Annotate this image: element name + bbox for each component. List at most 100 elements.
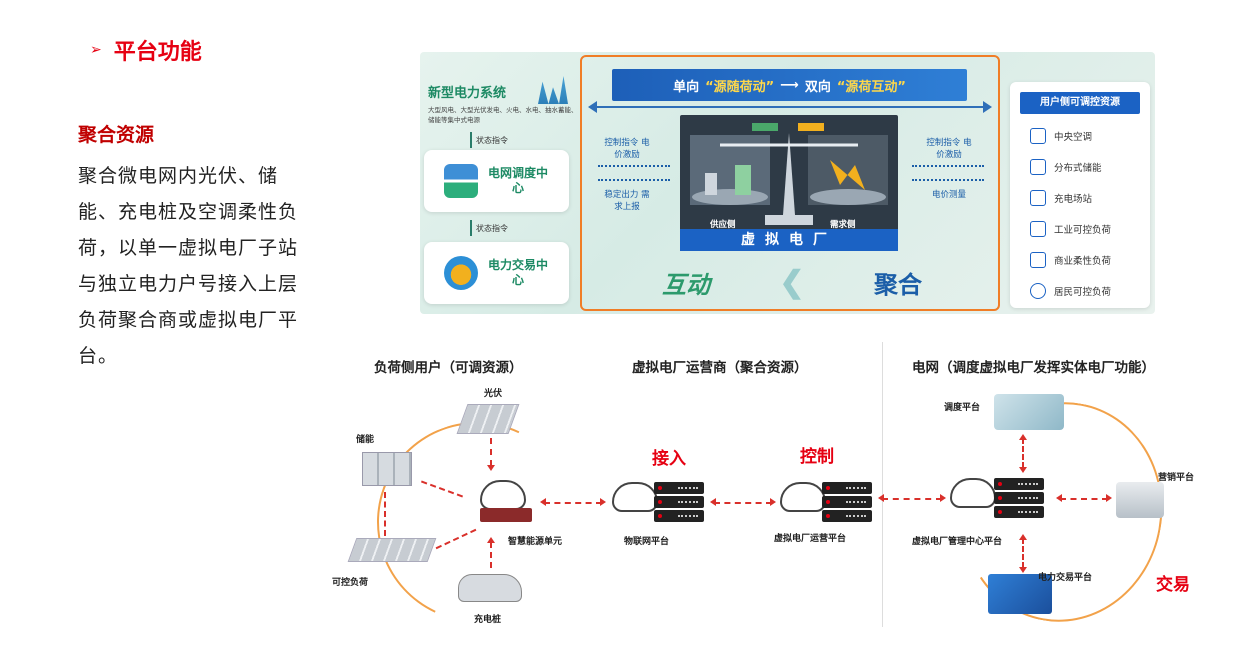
resource-item: 商业柔性负荷	[1010, 244, 1150, 275]
iot-platform-label: 物联网平台	[624, 537, 670, 547]
iot-server-icon	[654, 482, 704, 522]
status-cmd-1-label: 状态指令	[476, 135, 508, 145]
arrow-head-up	[1019, 434, 1027, 440]
grid-dispatch-center: 电网调度中心	[424, 150, 569, 212]
iot-to-operator-arrow	[714, 502, 772, 504]
arrow-head-left	[878, 494, 884, 502]
chevron-icon: ❮	[779, 264, 805, 300]
new-power-system-detail: 大型风电、大型光伏发电、火电、水电、抽水蓄能、储能等集中式电源	[428, 106, 578, 124]
resource-item-label: 充电场站	[1054, 193, 1093, 205]
banner-part2-highlight: “源荷互动”	[836, 79, 906, 95]
bidirectional-arrow-icon	[470, 220, 472, 236]
left-dotted-arrow-bottom	[598, 179, 670, 181]
dispatch-platform-image	[994, 394, 1064, 430]
vpp-center-frame: 单向 “源随荷动” ⟶ 双向 “源荷互动” 控制指令 电价激励 稳定出力 需求上…	[580, 55, 1000, 311]
right-dotted-arrow-top	[912, 165, 984, 167]
trading-platform-image	[988, 574, 1052, 614]
resource-item-label: 商业柔性负荷	[1054, 255, 1112, 267]
arrow-head-left	[1056, 494, 1062, 502]
mgmt-to-marketing-arrow	[1060, 498, 1108, 500]
banner-part2: 双向	[804, 79, 831, 95]
resource-item-label: 中央空调	[1054, 131, 1093, 143]
arrow-right-icon: ⟶	[780, 77, 799, 93]
power-trading-label: 电力交易中心	[488, 258, 549, 287]
vpp-concept-diagram: 新型电力系统 大型风电、大型光伏发电、火电、水电、抽水蓄能、储能等集中式电源 状…	[420, 52, 1155, 314]
trading-shield-icon	[444, 256, 478, 290]
operator-to-grid-arrow	[882, 498, 942, 500]
supply-side-label: 供应侧	[710, 220, 736, 230]
resources-panel: 用户侧可调控资源 中央空调 分布式储能 充电场站 工业可控负荷 商业柔性负荷 居…	[1010, 82, 1150, 308]
balance-scale-image: 供应侧 需求侧	[680, 115, 898, 243]
mgmt-cloud-icon	[950, 478, 996, 508]
arrow-head-up	[1019, 534, 1027, 540]
controllable-load-image	[347, 538, 437, 562]
arrow-head-right	[600, 498, 606, 506]
vpp-architecture-diagram: 负荷侧用户（可调资源） 虚拟电厂运营商（聚合资源） 电网（调度虚拟电厂发挥实体电…	[322, 342, 1260, 651]
resource-item: 中央空调	[1010, 120, 1150, 151]
ac-icon	[1030, 127, 1046, 144]
direction-banner: 单向 “源随荷动” ⟶ 双向 “源荷互动”	[612, 69, 967, 101]
section-title-operator: 虚拟电厂运营商（聚合资源）	[632, 360, 808, 376]
arrow-head-left	[540, 498, 546, 506]
right-note-top: 控制指令 电价激励	[926, 138, 972, 160]
trade-label: 交易	[1156, 575, 1190, 595]
dispatch-platform-label: 调度平台	[944, 403, 981, 413]
mgmt-server-icon	[994, 478, 1044, 518]
grid-dispatch-label: 电网调度中心	[488, 166, 549, 195]
storage-cabinet-image	[362, 452, 412, 486]
interaction-words: 互动 ❮ 聚合	[662, 262, 922, 302]
smart-unit-cloud-icon	[480, 480, 526, 510]
pv-label: 光伏	[484, 389, 503, 399]
resource-item: 分布式储能	[1010, 151, 1150, 182]
controllable-load-label: 可控负荷	[332, 578, 369, 588]
factory-icon	[1030, 220, 1046, 237]
power-plant-icon	[538, 76, 568, 104]
operator-cloud-icon	[780, 482, 826, 512]
smart-unit-device-icon	[480, 508, 532, 522]
charging-pile-label: 充电桩	[474, 615, 502, 625]
arrow-head-right	[1106, 494, 1112, 502]
left-dotted-arrow-top	[598, 165, 670, 167]
arrow-head-down	[1019, 467, 1027, 473]
marketing-platform-image	[1116, 482, 1164, 518]
mgmt-to-trading-arrow	[1022, 538, 1024, 568]
section-divider	[882, 342, 883, 627]
trading-platform-label: 电力交易平台	[1038, 573, 1093, 583]
vpp-operation-platform-label: 虚拟电厂运营平台	[774, 534, 847, 544]
unit-to-iot-arrow	[544, 502, 602, 504]
section-title-grid: 电网（调度虚拟电厂发挥实体电厂功能）	[912, 360, 1155, 376]
resource-item: 工业可控负荷	[1010, 213, 1150, 244]
charging-icon	[1030, 189, 1046, 206]
operator-server-icon	[822, 482, 872, 522]
power-trading-center: 电力交易中心	[424, 242, 569, 304]
pv-to-unit-arrow	[490, 438, 492, 466]
right-dotted-arrow-bottom	[912, 179, 984, 181]
ev-to-unit-arrow	[490, 542, 492, 568]
left-note-bottom: 稳定出力 需求上报	[604, 190, 650, 212]
arrow-head-right	[940, 494, 946, 502]
dispatch-to-mgmt-arrow	[1022, 438, 1024, 468]
resource-item: 充电场站	[1010, 182, 1150, 213]
building-icon	[1030, 251, 1046, 268]
section-title-user: 负荷侧用户（可调资源）	[374, 360, 523, 376]
dispatch-screen-icon	[444, 164, 478, 198]
balance-scale-icon	[680, 115, 898, 243]
people-icon	[1030, 282, 1046, 299]
new-power-system: 新型电力系统 大型风电、大型光伏发电、火电、水电、抽水蓄能、储能等集中式电源	[428, 82, 578, 125]
word-aggregate: 聚合	[873, 269, 922, 299]
pv-panel-image	[456, 404, 520, 434]
new-power-system-title: 新型电力系统	[428, 86, 507, 101]
left-note-top: 控制指令 电价激励	[604, 138, 650, 160]
resource-item-label: 居民可控负荷	[1054, 286, 1112, 298]
section-heading: ➢ 平台功能	[90, 34, 202, 66]
control-label: 控制	[800, 447, 834, 467]
resources-title: 用户侧可调控资源	[1020, 92, 1140, 114]
access-label: 接入	[652, 449, 686, 469]
bullet-arrow-icon: ➢	[90, 42, 102, 58]
iot-cloud-icon	[612, 482, 658, 512]
right-note-bottom: 电价测量	[931, 190, 966, 200]
heading-text: 平台功能	[113, 40, 202, 65]
vpp-mgmt-center-label: 虚拟电厂管理中心平台	[912, 537, 1003, 547]
demand-side-label: 需求侧	[830, 220, 856, 230]
banner-part1: 单向	[673, 79, 700, 95]
